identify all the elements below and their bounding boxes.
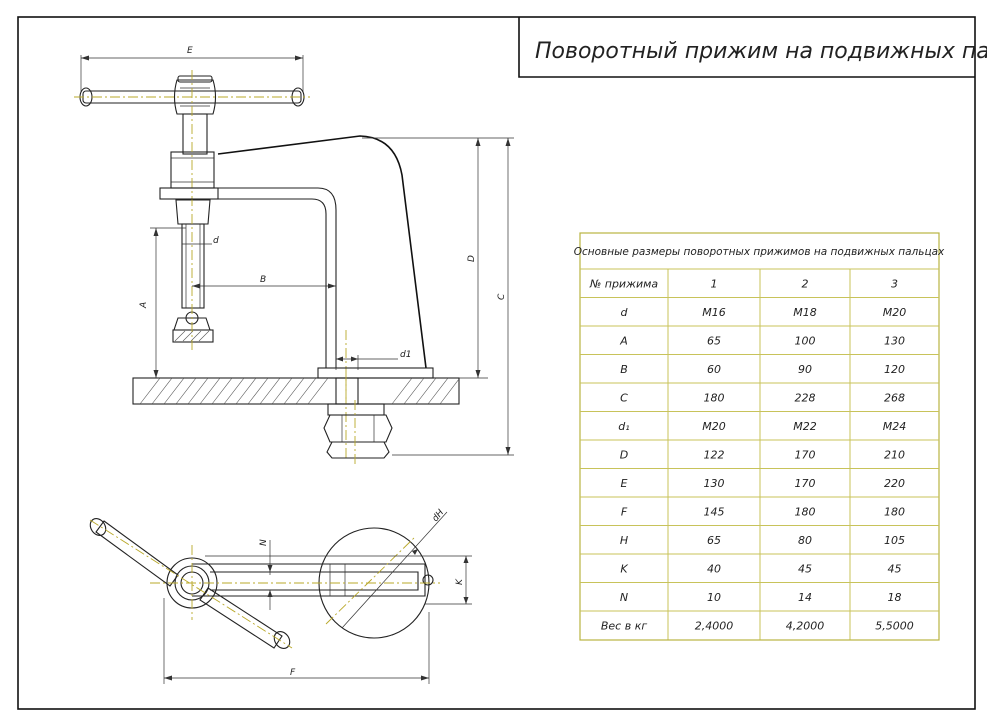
dimension-dh: dH: [341, 508, 448, 629]
dimensions-table: Основные размеры поворотных прижимов на …: [574, 232, 945, 641]
table-cell: 65: [707, 534, 721, 547]
clamp-screw: [170, 70, 215, 350]
table-cell: 90: [798, 363, 812, 376]
dim-label-n: N: [259, 539, 269, 546]
table-caption: Основные размеры поворотных прижимов на …: [574, 246, 945, 258]
title-block: Поворотный прижим на подвижных пальцах: [518, 17, 987, 78]
dimension-c: C: [392, 137, 514, 456]
table-cell: 105: [884, 534, 905, 547]
table-cell: 100: [795, 334, 816, 347]
dimension-k: K: [205, 555, 472, 605]
table-cell: M22: [793, 420, 817, 433]
base-hatching: [139, 377, 460, 405]
dim-label-c: C: [497, 293, 507, 300]
dim-label-dh: dH: [431, 508, 447, 524]
table-cell: F: [621, 505, 628, 518]
dim-label-d1: d1: [400, 350, 411, 360]
table-cell: K: [620, 562, 628, 575]
table-cell: 130: [884, 334, 905, 347]
table-cell: A: [619, 334, 628, 347]
table-cell: D: [620, 448, 628, 461]
dimension-d1: d1: [335, 350, 411, 370]
table-cell: 170: [795, 448, 816, 461]
table-header-cell: № прижима: [589, 277, 659, 290]
table-cell: 130: [704, 477, 725, 490]
table-grid: [580, 269, 939, 640]
table-cell: 14: [798, 591, 812, 604]
table-cell: M20: [883, 306, 907, 319]
table-cell: 220: [884, 477, 905, 490]
table-cell: 60: [707, 363, 721, 376]
dimension-e: E: [80, 46, 304, 92]
dimension-d-height: D: [362, 137, 488, 379]
dimension-f: F: [163, 598, 430, 684]
dim-label-f: F: [290, 668, 296, 678]
front-view: E: [74, 46, 514, 466]
dim-label-b: B: [260, 275, 266, 285]
clamp-body: [159, 135, 427, 400]
table-cell: 5,5000: [875, 619, 914, 632]
t-handle-top: [89, 518, 293, 649]
table-cell: 80: [798, 534, 812, 547]
dim-label-d: d: [213, 236, 219, 246]
table-header-cell: 3: [891, 277, 898, 290]
table-cell: 210: [884, 448, 905, 461]
table-cell: M24: [883, 420, 907, 433]
dim-label-a: A: [139, 302, 149, 309]
dim-label-e: E: [187, 46, 193, 56]
base-plate: [132, 367, 460, 460]
table-cell: C: [620, 391, 628, 404]
clamp-arm-top: [192, 563, 434, 597]
table-cell: M16: [702, 306, 726, 319]
top-view: N K dH F: [89, 508, 472, 684]
table-cell: 180: [795, 505, 816, 518]
table-cell: 122: [704, 448, 725, 461]
table-cell: 18: [888, 591, 902, 604]
dimension-n: N: [259, 539, 273, 610]
table-cell: 180: [704, 391, 725, 404]
table-cell: Вес в кг: [601, 619, 647, 632]
table-cell: H: [620, 534, 628, 547]
dim-label-k: K: [455, 578, 465, 585]
lower-nuts: [323, 400, 393, 466]
table-cell: 120: [884, 363, 905, 376]
table-cell: 268: [884, 391, 905, 404]
table-cell: 4,2000: [786, 619, 825, 632]
table-cell: 228: [795, 391, 816, 404]
table-cell: M20: [702, 420, 726, 433]
drawing-title: Поворотный прижим на подвижных пальцах: [535, 39, 987, 64]
table-header-cell: 1: [711, 277, 718, 290]
dimension-d: d: [182, 236, 219, 246]
dim-label-big-d: D: [467, 255, 477, 262]
sheet-frame: [17, 16, 976, 710]
table-cell: d: [621, 306, 629, 319]
table-cell: 45: [888, 562, 902, 575]
table-cell: 180: [884, 505, 905, 518]
table-cell: B: [620, 363, 628, 376]
dimension-b: B: [192, 275, 336, 289]
table-cell: 2,4000: [695, 619, 734, 632]
table-cell: 145: [704, 505, 725, 518]
dimension-a: A: [139, 227, 186, 378]
table-header-cell: 2: [802, 277, 809, 290]
table-cell: 45: [798, 562, 812, 575]
table-cell: 65: [707, 334, 721, 347]
table-cell: N: [620, 591, 628, 604]
table-cell: M18: [793, 306, 817, 319]
table-cell: 10: [707, 591, 721, 604]
table-cell: E: [621, 477, 628, 490]
table-cell: d₁: [618, 420, 629, 433]
table-cell: 40: [707, 562, 721, 575]
table-cell: 170: [795, 477, 816, 490]
